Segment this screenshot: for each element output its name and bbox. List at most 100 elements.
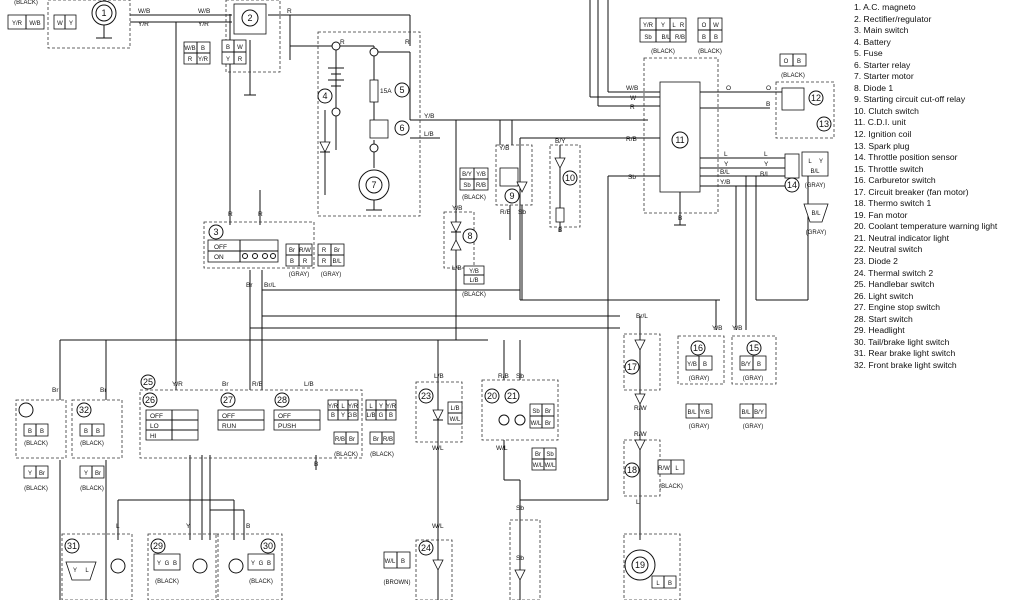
wire-label: Sb: [518, 209, 526, 216]
wire-label: R/B: [500, 209, 511, 216]
connector-c25b-pin: G: [379, 413, 384, 419]
wire-label: L/B: [434, 373, 444, 380]
wire-label: Br: [100, 387, 107, 394]
wire-label: L/B: [452, 265, 462, 272]
wire-label: Y/B: [720, 179, 730, 186]
stop-switch-off: OFF: [222, 413, 235, 420]
connector-c15b-pin: B/L: [741, 410, 751, 416]
component-number: 21: [507, 391, 517, 401]
wire-label: L: [116, 523, 120, 530]
wire-label: B/Y: [555, 138, 566, 145]
connector-c16-pin: Y/B: [687, 362, 697, 368]
start-switch-off: OFF: [278, 413, 291, 420]
wire-label: R/B: [252, 381, 263, 388]
connector-c25b-pin: Y/R: [386, 404, 397, 410]
connector-c29a-pin: Y: [157, 561, 161, 567]
wire-label: R: [340, 39, 345, 46]
legend-item: 30. Tail/brake light switch: [854, 336, 950, 347]
connector-c32b-pin: Y: [28, 471, 32, 477]
component-number: 24: [421, 543, 431, 553]
connector-c11a-pin: Y: [661, 23, 665, 29]
connector-c2-pin: B: [226, 45, 230, 51]
wire-label: R: [228, 211, 233, 218]
connector-c3a-pin: R/W: [299, 248, 311, 254]
start-switch-push: PUSH: [278, 423, 296, 430]
connector-c25a-pin: G: [348, 413, 353, 419]
legend-item: 17. Circuit breaker (fan motor): [854, 186, 969, 197]
connector-c24-pin: B: [401, 559, 405, 565]
connector-c2-pin: R: [238, 57, 243, 63]
component-number: 9: [509, 191, 514, 201]
connector-c3b-pin: R: [322, 259, 327, 265]
connector-caption: (GRAY): [805, 183, 826, 189]
connector-c8-pin: L/B: [469, 278, 478, 284]
wire-label: L/B: [304, 381, 314, 388]
wire-label: W/L: [432, 445, 444, 452]
connector-caption: (GRAY): [289, 272, 310, 278]
main-switch-on: ON: [214, 254, 224, 261]
connector-blocks: W Y Y/R W/B (BLACK) B W Y R W/B B R Y/R …: [7, 0, 829, 589]
legend-item: 6. Starter relay: [854, 59, 911, 70]
component-number: 15: [749, 343, 759, 353]
wire-lines: [59, 0, 809, 600]
connector-c25a-pin: Y/R: [328, 404, 339, 410]
component-number: 7: [371, 180, 376, 190]
legend-item: 10. Clutch switch: [854, 105, 919, 116]
connector-c9-pin: Sb: [463, 183, 471, 189]
connector-c25d-pin: R/B: [383, 437, 393, 443]
wire-label: Y/R: [198, 21, 209, 28]
component-number: 31: [67, 541, 77, 551]
component-number: 1: [101, 8, 106, 18]
connector-c2b-pin: B: [201, 46, 205, 52]
wire-label: L: [724, 151, 728, 158]
connector-c29b-pin: B: [267, 561, 271, 567]
connector-c11b-pin: O: [702, 23, 707, 29]
legend-item: 1. A.C. magneto: [854, 2, 916, 12]
connector-c2b-pin: Y/R: [198, 57, 209, 63]
connector-c15-pin: B: [757, 362, 761, 368]
connector-c8-pin: Y/B: [469, 269, 479, 275]
connector-c9-pin: B/Y: [462, 172, 472, 178]
wire-label: W/L: [496, 445, 508, 452]
connector-c29b-pin: G: [259, 561, 264, 567]
wire-label: Y: [764, 161, 769, 168]
connector-c19-pin: B: [668, 581, 672, 587]
wire-label: R: [405, 39, 410, 46]
connector-c25b-pin: L/B: [366, 413, 375, 419]
wire-label: Y/B: [452, 205, 462, 212]
component-number: 18: [627, 465, 637, 475]
legend-item: 4. Battery: [854, 36, 891, 47]
component-legend: 1. A.C. magneto 2. Rectifier/regulator 3…: [854, 2, 1024, 372]
legend-item: 11. C.D.I. unit: [854, 117, 906, 128]
connector-c32b-pin: Br: [39, 471, 45, 477]
legend-item: 9. Starting circuit cut-off relay: [854, 94, 966, 105]
connector-c25b-pin: B: [389, 413, 393, 419]
wire-label: Br: [222, 381, 229, 388]
wire-label: Br: [52, 387, 59, 394]
component-number: 19: [635, 560, 645, 570]
connector-c31b-pin: Br: [95, 471, 101, 477]
connector-c31-pin: B: [84, 429, 88, 435]
connector-caption: (GRAY): [321, 272, 342, 278]
component-number: 28: [277, 395, 287, 405]
legend-item: 31. Rear brake light switch: [854, 348, 956, 359]
connector-c16-pin: B: [703, 362, 707, 368]
wire-label: Y/B: [712, 325, 722, 332]
legend-item: 26. Light switch: [854, 290, 914, 301]
component-number: 16: [693, 343, 703, 353]
legend-item: 24. Thermal switch 2: [854, 267, 934, 278]
legend-item: 14. Throttle position sensor: [854, 152, 958, 163]
legend-item: 23. Diode 2: [854, 256, 898, 267]
wire-label: Y/R: [138, 21, 149, 28]
connector-caption: (BLACK): [249, 579, 273, 585]
legend-item: 25. Handlebar switch: [854, 279, 935, 290]
connector-caption: (BLACK): [462, 292, 486, 298]
wire-label: Sb: [516, 505, 524, 512]
wire-label: Br: [246, 282, 253, 289]
connector-c3a-pin: R: [303, 259, 308, 265]
wire-label: B/L: [720, 169, 730, 176]
connector-caption: (BROWN): [384, 580, 411, 586]
connector-caption: (BLACK): [80, 486, 104, 492]
connector-caption: (GRAY): [689, 376, 710, 382]
